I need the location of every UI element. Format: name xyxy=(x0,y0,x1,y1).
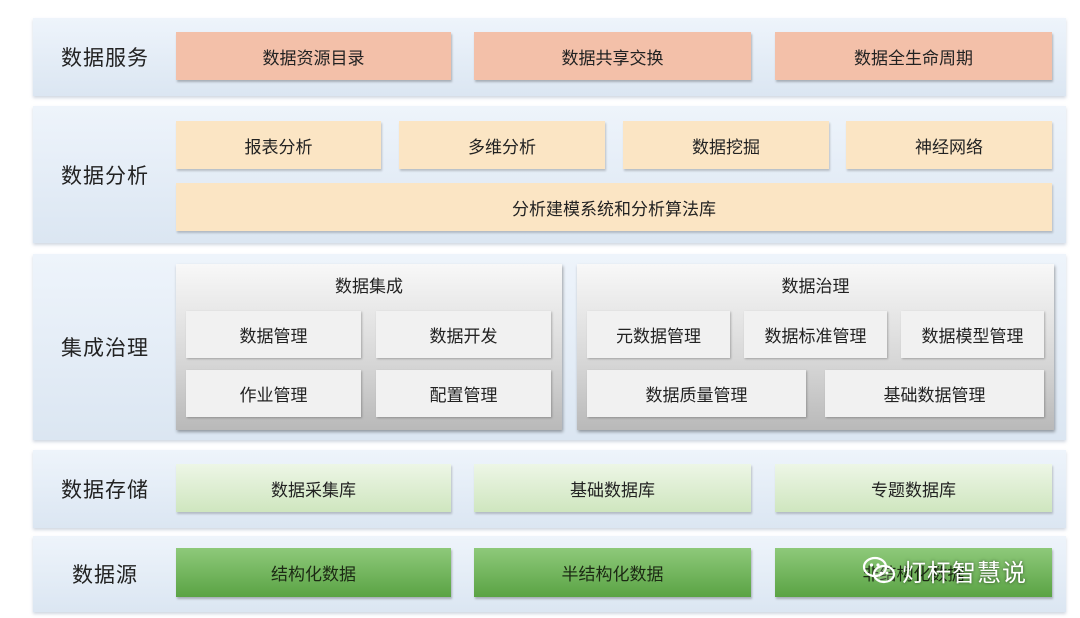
layer-label: 数据服务 xyxy=(61,46,149,70)
watermark: 灯杆智慧说 xyxy=(862,550,1027,590)
governance-item-standards: 数据标准管理 xyxy=(744,311,887,358)
storage-item-base-db: 基础数据库 xyxy=(474,464,751,512)
service-item-resource-catalog: 数据资源目录 xyxy=(176,32,451,80)
governance-item-metadata: 元数据管理 xyxy=(587,311,730,358)
panel-title: 数据集成 xyxy=(335,276,403,297)
layer-label: 数据源 xyxy=(72,563,138,587)
layer-data-service: 数据服务 数据资源目录 数据共享交换 数据全生命周期 xyxy=(33,18,1066,96)
integration-item-data-management: 数据管理 xyxy=(186,311,361,358)
storage-item-collection-db: 数据采集库 xyxy=(176,464,451,512)
integration-item-config-management: 配置管理 xyxy=(376,370,551,417)
source-item-semi-structured: 半结构化数据 xyxy=(474,548,751,597)
integration-item-data-development: 数据开发 xyxy=(376,311,551,358)
layer-integration-governance: 集成治理 数据集成 数据管理 数据开发 作业管理 配置管理 数据治理 元数据管理… xyxy=(33,254,1066,440)
layer-label: 集成治理 xyxy=(61,336,149,360)
analysis-item-report: 报表分析 xyxy=(176,121,381,169)
analysis-item-mining: 数据挖掘 xyxy=(623,121,829,169)
source-item-structured: 结构化数据 xyxy=(176,548,451,597)
layer-data-storage: 数据存储 数据采集库 基础数据库 专题数据库 xyxy=(33,450,1066,528)
service-item-lifecycle: 数据全生命周期 xyxy=(775,32,1052,80)
analysis-item-olap: 多维分析 xyxy=(399,121,605,169)
analysis-item-neural-network: 神经网络 xyxy=(846,121,1052,169)
wechat-icon xyxy=(862,556,896,584)
governance-item-quality: 数据质量管理 xyxy=(587,370,806,417)
layer-label: 数据存储 xyxy=(61,478,149,502)
service-item-share-exchange: 数据共享交换 xyxy=(474,32,751,80)
governance-item-master-data: 基础数据管理 xyxy=(825,370,1044,417)
watermark-text: 灯杆智慧说 xyxy=(902,558,1027,587)
storage-item-topic-db: 专题数据库 xyxy=(775,464,1052,512)
layer-data-analysis: 数据分析 报表分析 多维分析 数据挖掘 神经网络 分析建模系统和分析算法库 xyxy=(33,106,1066,243)
analysis-item-modeling-library: 分析建模系统和分析算法库 xyxy=(176,183,1052,231)
panel-data-governance: 数据治理 元数据管理 数据标准管理 数据模型管理 数据质量管理 基础数据管理 xyxy=(577,264,1054,430)
panel-title: 数据治理 xyxy=(781,276,850,297)
layer-label: 数据分析 xyxy=(61,163,149,188)
governance-item-model: 数据模型管理 xyxy=(901,311,1044,358)
source-item-unstructured: 非结构化数据 xyxy=(775,548,1052,597)
integration-item-job-management: 作业管理 xyxy=(186,370,361,417)
panel-data-integration: 数据集成 数据管理 数据开发 作业管理 配置管理 xyxy=(176,264,562,430)
